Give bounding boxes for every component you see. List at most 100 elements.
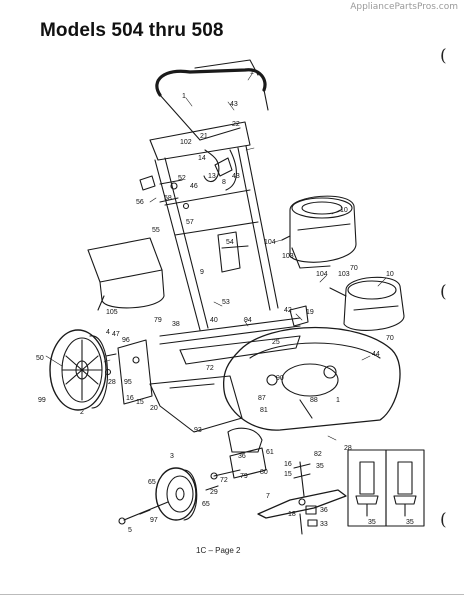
margin-mark: ( (440, 282, 447, 302)
callout: 36 (320, 507, 328, 514)
callout: 35 (316, 463, 324, 470)
callout: 58 (164, 195, 172, 202)
callout: 93 (194, 427, 202, 434)
callout: 1 (250, 69, 254, 76)
callout: 82 (314, 451, 322, 458)
callout: 28 (344, 445, 352, 452)
callout: 53 (222, 299, 230, 306)
callout-leaders (45, 73, 387, 441)
callout: 43 (232, 173, 240, 180)
callout: 42 (284, 307, 292, 314)
callout: 65 (148, 479, 156, 486)
rear-wheel (49, 329, 109, 411)
part-callouts: 1 1 43 22 102 21 14 13 8 43 52 46 56 58 … (36, 69, 414, 534)
callout: 43 (230, 101, 238, 108)
callout: 1 (336, 397, 340, 404)
engine-assembly-alt (329, 276, 405, 331)
callout: 61 (266, 449, 274, 456)
callout: 88 (310, 397, 318, 404)
callout: 65 (202, 501, 210, 508)
callout: 96 (122, 337, 130, 344)
callout: 15 (136, 399, 144, 406)
callout: 2 (80, 409, 84, 416)
upper-handle (155, 59, 269, 141)
callout: 97 (150, 517, 158, 524)
callout: 70 (350, 265, 358, 272)
callout: 16 (284, 461, 292, 468)
callout: 19 (306, 309, 314, 316)
callout: 18 (288, 511, 296, 518)
callout: 50 (36, 355, 44, 362)
margin-mark: ( (440, 510, 447, 530)
callout: 25 (272, 339, 280, 346)
callout: 94 (244, 317, 252, 324)
callout: 5 (128, 527, 132, 534)
lower-handle (154, 145, 279, 331)
callout: 4 (106, 329, 110, 336)
callout: 47 (112, 331, 120, 338)
callout: 105 (106, 309, 118, 316)
rear-deflector (149, 375, 243, 433)
callout: 70 (386, 335, 394, 342)
callout: 52 (178, 175, 186, 182)
callout: 38 (172, 321, 180, 328)
callout: 56 (136, 199, 144, 206)
page-title: Models 504 thru 508 (40, 20, 224, 41)
bottom-divider (0, 594, 464, 595)
callout: 103 (282, 253, 294, 260)
callout: 28 (108, 379, 116, 386)
rear-axle-bar (159, 305, 309, 365)
mower-deck (222, 326, 401, 431)
callout: 10 (386, 271, 394, 278)
callout: 72 (220, 477, 228, 484)
handle-bracket (217, 231, 249, 273)
callout: 79 (240, 473, 248, 480)
callout: 21 (200, 133, 208, 140)
callout: 1 (182, 93, 186, 100)
callout: 35 (406, 519, 414, 526)
callout: 55 (152, 227, 160, 234)
callout: 46 (190, 183, 198, 190)
callout: 79 (154, 317, 162, 324)
mower-blade (257, 489, 347, 519)
callout: 22 (232, 121, 240, 128)
callout: 102 (180, 139, 192, 146)
callout: 99 (38, 397, 46, 404)
callout: 90 (276, 375, 284, 382)
callout: 104 (316, 271, 328, 278)
callout: 20 (150, 405, 158, 412)
callout: 8 (222, 179, 226, 186)
callout: 36 (238, 453, 246, 460)
callout: 13 (208, 173, 216, 180)
grass-catcher (87, 237, 165, 311)
margin-mark: ( (440, 46, 447, 66)
callout: 57 (186, 219, 194, 226)
watermark: AppliancePartsPros.com (350, 2, 458, 12)
callout: 15 (284, 471, 292, 478)
callout: 95 (124, 379, 132, 386)
wheel-bracket (104, 339, 153, 405)
control-bail-assembly (149, 121, 251, 191)
callout: 7 (266, 493, 270, 500)
discharge-shield (227, 427, 263, 453)
callout: 80 (260, 469, 268, 476)
callout: 33 (320, 521, 328, 528)
callout: 104 (264, 239, 276, 246)
blade-adapter-hardware (293, 461, 318, 535)
page-footer: 1C – Page 2 (196, 546, 241, 555)
callout: 9 (200, 269, 204, 276)
handle-knob-assembly (139, 175, 190, 210)
callout: 54 (226, 239, 234, 246)
callout: 35 (368, 519, 376, 526)
callout: 87 (258, 395, 266, 402)
engine-assembly (281, 195, 357, 269)
callout: 29 (210, 489, 218, 496)
callout: 40 (210, 317, 218, 324)
inset-adapter-boxes (347, 449, 425, 527)
callout: 72 (206, 365, 214, 372)
callout: 14 (198, 155, 206, 162)
callout: 3 (170, 453, 174, 460)
callout: 103 (338, 271, 350, 278)
callout: 16 (126, 395, 134, 402)
